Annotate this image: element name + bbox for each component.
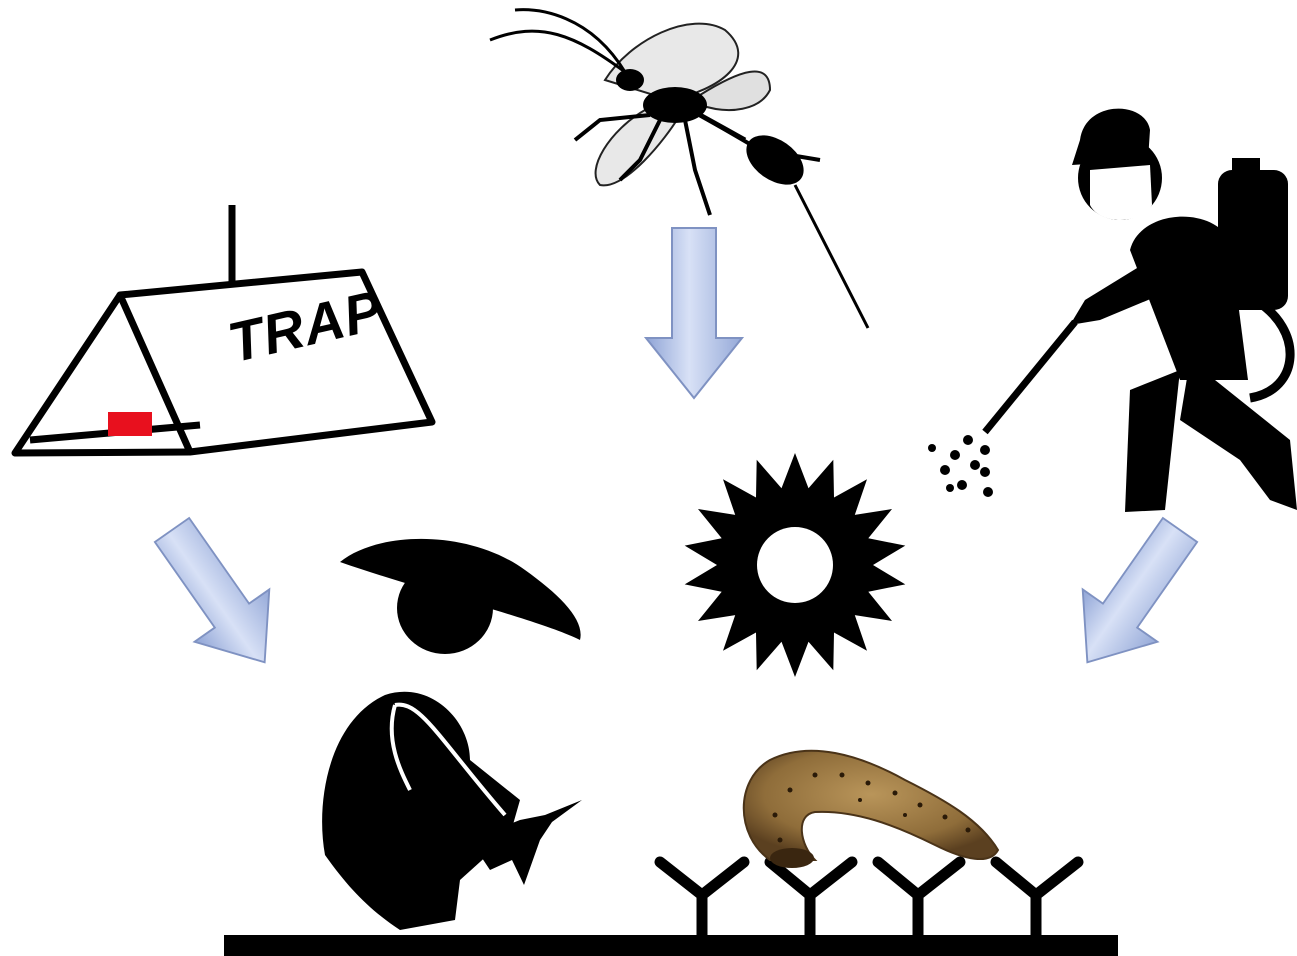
sun-icon — [685, 453, 906, 677]
arrow-sprayer-to-crops — [1050, 504, 1217, 689]
sprayer-person-icon — [928, 109, 1297, 512]
arrow-wasp-to-sun — [646, 228, 742, 398]
ground-bar — [224, 935, 1118, 956]
seedling-icon — [660, 862, 1078, 935]
arrow-trap-to-farmer — [135, 504, 302, 689]
larva-icon — [744, 751, 998, 868]
farmer-icon — [322, 539, 582, 930]
